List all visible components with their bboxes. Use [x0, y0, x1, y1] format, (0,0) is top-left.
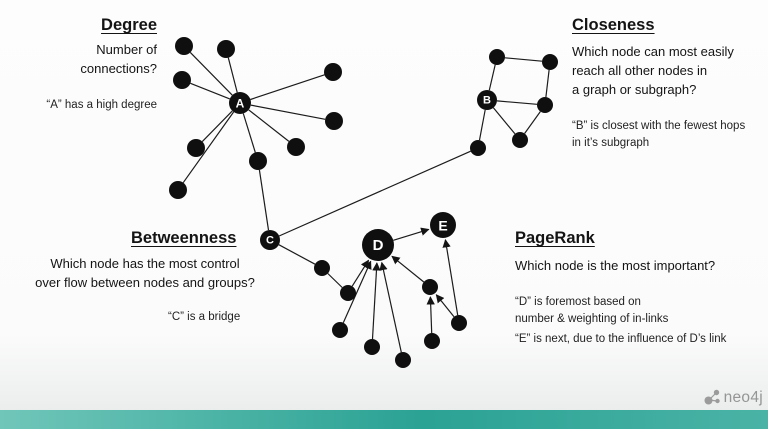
graph-edge — [182, 111, 235, 184]
graph-node — [512, 132, 528, 148]
graph-node-label: E — [438, 218, 447, 234]
graph-edge — [545, 69, 550, 98]
betweenness-description: Which node has the most control over flo… — [35, 256, 255, 290]
graph-node — [169, 181, 187, 199]
footer-bar — [0, 410, 768, 429]
betweenness-title: Betweenness — [131, 229, 237, 247]
graph-node-a — [229, 92, 251, 114]
graph-node — [217, 40, 235, 58]
graph-node — [340, 285, 356, 301]
neo4j-icon — [704, 389, 720, 405]
graph-edge — [278, 244, 316, 265]
graph-node-e — [430, 212, 456, 238]
graph-edge — [201, 110, 233, 143]
graph-edge — [189, 51, 233, 96]
graph-edge — [478, 109, 486, 141]
graph-node — [287, 138, 305, 156]
degree-note: “A” has a high degree — [46, 99, 157, 111]
graph-node — [542, 54, 558, 70]
graph-edge — [227, 57, 238, 93]
graph-node — [470, 140, 486, 156]
graph-node — [175, 37, 193, 55]
graph-edges — [182, 51, 550, 353]
neo4j-logo-text: neo4j — [723, 388, 763, 406]
graph-edge — [242, 113, 256, 153]
graph-node — [325, 112, 343, 130]
pagerank-note-d: “D” is foremost based on number & weight… — [515, 296, 669, 326]
pagerank-title: PageRank — [515, 229, 595, 247]
betweenness-note: “C” is a bridge — [168, 311, 241, 323]
graph-node-c — [260, 230, 280, 250]
graph-edge — [426, 296, 435, 334]
pagerank-description: Which node is the most important? — [515, 258, 716, 273]
graph-node — [422, 279, 438, 295]
closeness-note: “B” is closest with the fewest hops in i… — [572, 120, 746, 150]
graph-edge — [488, 64, 496, 91]
graph-nodes: A B C D E — [169, 37, 558, 368]
graph-edge — [435, 294, 455, 318]
degree-title: Degree — [101, 16, 157, 34]
graph-node — [395, 352, 411, 368]
closeness-title: Closeness — [572, 16, 655, 34]
graph-edge — [327, 273, 343, 288]
graph-node-b — [477, 90, 497, 110]
graph-edge — [496, 100, 538, 105]
degree-description: Number of connections? — [80, 42, 157, 76]
graph-node-label: B — [483, 95, 491, 107]
graph-edge — [504, 57, 543, 62]
graph-node — [424, 333, 440, 349]
graph-node — [314, 260, 330, 276]
graph-edge — [258, 169, 270, 231]
graph-edge — [492, 107, 516, 135]
graph-edge — [248, 109, 290, 142]
graph-node-label: A — [236, 97, 245, 111]
graph-edge — [524, 111, 541, 134]
graph-edge — [278, 150, 471, 237]
graph-edge — [371, 262, 381, 340]
graph-node — [187, 139, 205, 157]
graph-node — [489, 49, 505, 65]
graph-edge — [190, 82, 231, 100]
graph-edge — [442, 238, 459, 316]
graph-node — [364, 339, 380, 355]
graph-node — [332, 322, 348, 338]
graph-node — [173, 71, 191, 89]
graph-edge — [250, 104, 326, 120]
closeness-description: Which node can most easily reach all oth… — [572, 44, 734, 97]
graph-edge — [342, 260, 372, 323]
graph-edge — [250, 74, 325, 101]
graph-node — [324, 63, 342, 81]
graph-node-label: D — [373, 237, 384, 254]
neo4j-logo: neo4j — [703, 388, 763, 407]
graph-node-d — [362, 229, 394, 261]
pagerank-note-e: “E” is next, due to the influence of D’s… — [515, 333, 727, 345]
graph-node — [249, 152, 267, 170]
graph-edge — [393, 227, 430, 241]
graph-node — [451, 315, 467, 331]
graph-node — [537, 97, 553, 113]
graph-node-label: C — [266, 235, 274, 247]
graph-edge — [391, 255, 425, 283]
graph-edge — [379, 261, 402, 353]
